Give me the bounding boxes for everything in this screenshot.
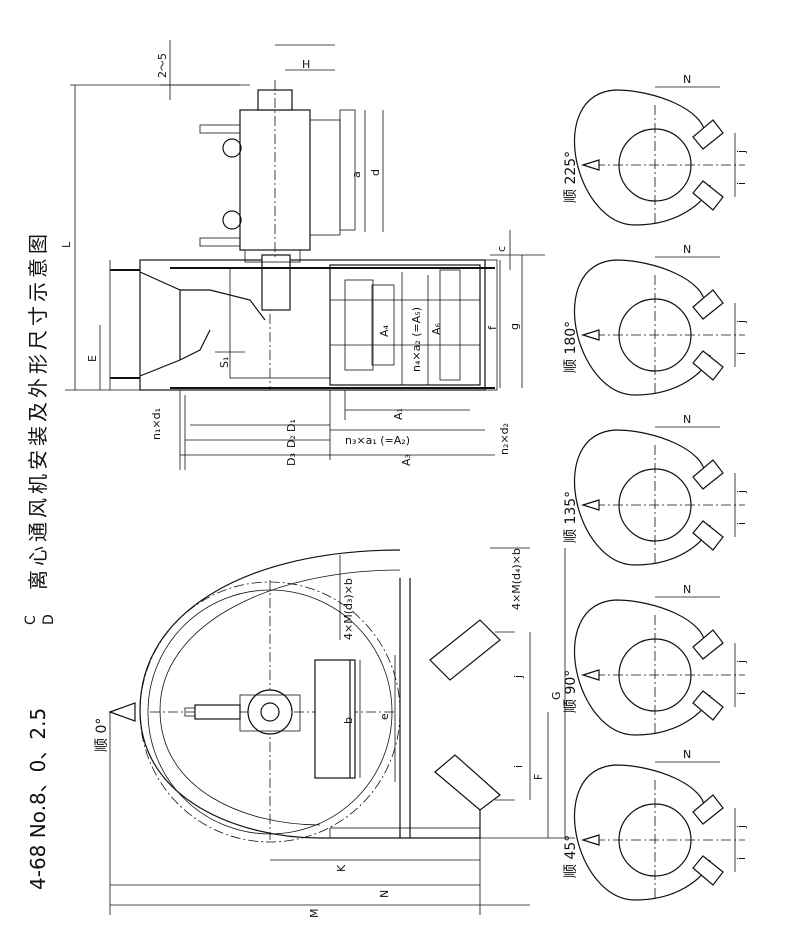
- orientation-view: 顺 45° Nj i: [563, 748, 748, 901]
- outlet-duct-lower: [434, 754, 501, 811]
- orientation-dim-i: i: [735, 522, 748, 525]
- dim-A3: A₃: [400, 454, 413, 466]
- orientation-dim-i: i: [735, 857, 748, 860]
- dim-F: F: [532, 774, 545, 780]
- orientation-casing: [573, 89, 711, 226]
- orientation-duct: [692, 180, 724, 211]
- orientation-dim-j: j: [735, 320, 748, 324]
- dim-n2d2: n₂×d₂: [498, 423, 511, 455]
- dim-i: i: [512, 765, 525, 768]
- dim-md4: 4×M(d₄)×b: [510, 548, 523, 610]
- model-sup: C: [23, 615, 39, 625]
- orientation-nozzle: [580, 669, 600, 681]
- orientation-duct: [692, 350, 724, 381]
- dim-e: e: [378, 713, 391, 720]
- orientation-duct: [692, 119, 724, 150]
- title-block: 4-68 No.8、0、2.5 C D 离心通风机安装及外形尺寸示意图: [23, 230, 57, 890]
- orientation-nozzle: [580, 159, 600, 171]
- orientation-dim-N: N: [683, 583, 691, 596]
- orientation-duct: [692, 855, 724, 886]
- dim-gap: 2～5: [156, 53, 169, 78]
- orientation-dim-j: j: [735, 825, 748, 829]
- orientation-label: 顺 90°: [563, 670, 579, 713]
- dim-E: E: [86, 355, 99, 362]
- outlet-duct-upper: [429, 619, 501, 681]
- orientation-duct: [692, 794, 724, 825]
- front-view-label: 顺 0°: [94, 718, 110, 752]
- dim-D3: D₃: [285, 453, 298, 466]
- orientation-nozzle: [580, 499, 600, 511]
- volute-casing: [139, 549, 481, 839]
- dim-j: j: [512, 675, 525, 679]
- orientation-dim-N: N: [683, 748, 691, 761]
- orientation-dim-N: N: [683, 413, 691, 426]
- orientation-casing: [573, 764, 711, 901]
- orientation-dim-i: i: [735, 182, 748, 185]
- dim-M: M: [308, 909, 321, 919]
- dim-K: K: [335, 864, 348, 872]
- dim-n4: n₄×a₂ (=A₅): [410, 307, 423, 372]
- dim-G: G: [550, 691, 563, 700]
- dim-N: N: [378, 890, 391, 898]
- dim-d: d: [369, 169, 382, 176]
- orientation-duct: [692, 690, 724, 721]
- shaft: [261, 254, 291, 311]
- orientation-dim-N: N: [683, 73, 691, 86]
- orientation-label: 顺 225°: [563, 151, 579, 203]
- dim-a: a: [350, 171, 363, 178]
- orientation-dim-i: i: [735, 692, 748, 695]
- dim-f: f: [486, 325, 499, 330]
- dim-A4: A₄: [378, 324, 391, 337]
- orientation-nozzle: [580, 834, 600, 846]
- orientation-duct: [692, 289, 724, 320]
- orientation-duct: [692, 459, 724, 490]
- orientation-label: 顺 180°: [563, 321, 579, 373]
- dim-S1: S₁: [218, 357, 231, 368]
- dim-A6: A₆: [430, 322, 443, 335]
- orientation-dim-j: j: [735, 660, 748, 664]
- orientation-view: 顺 225° Nj i: [563, 73, 748, 226]
- dim-md3: 4×M(d₃)×b: [342, 578, 355, 640]
- motor: [199, 80, 356, 263]
- orientation-dim-j: j: [735, 490, 748, 494]
- front-view: 顺 0° 4×M(d₃)×b 4×M(d₄)×b b e j i G F K N…: [94, 547, 575, 919]
- orientation-casing: [573, 429, 711, 566]
- orientation-view: 顺 180° Nj i: [563, 243, 748, 396]
- orientation-duct: [692, 629, 724, 660]
- orientation-view: 顺 90° Nj i: [563, 583, 748, 736]
- side-view: 2～5 H L E a d c f g A₄ n₄×a₂ (=A₅) A₆ S₁: [60, 40, 545, 470]
- orientation-dim-j: j: [735, 150, 748, 154]
- dim-n1d1: n₁×d₁: [150, 408, 163, 440]
- orientation-dim-i: i: [735, 352, 748, 355]
- dim-D2: D₂: [285, 435, 298, 448]
- orientation-casing: [573, 599, 711, 736]
- nozzle: [108, 702, 136, 722]
- orientation-nozzle: [580, 329, 600, 341]
- dim-g: g: [508, 323, 521, 330]
- dim-c: c: [495, 246, 508, 252]
- dim-A1: A₁: [392, 408, 405, 420]
- hub: [247, 689, 293, 735]
- dim-D1: D₁: [285, 419, 298, 432]
- bearing-frame: [329, 264, 481, 386]
- dim-b: b: [342, 717, 355, 724]
- orientation-casing: [573, 259, 711, 396]
- orientation-duct: [692, 520, 724, 551]
- orientation-label: 顺 45°: [563, 835, 579, 878]
- model-sub: D: [41, 614, 57, 625]
- dim-H: H: [302, 58, 310, 71]
- drawing-title: 离心通风机安装及外形尺寸示意图: [26, 230, 50, 590]
- orientation-view: 顺 135° Nj i: [563, 413, 748, 566]
- orientation-dim-N: N: [683, 243, 691, 256]
- orientation-label: 顺 135°: [563, 491, 579, 543]
- dim-L: L: [60, 241, 73, 248]
- dim-n3: n₃×a₁ (=A₂): [345, 434, 410, 447]
- inlet-cone: [139, 271, 181, 377]
- model-prefix: 4-68 No.8、0、2.5: [26, 708, 50, 890]
